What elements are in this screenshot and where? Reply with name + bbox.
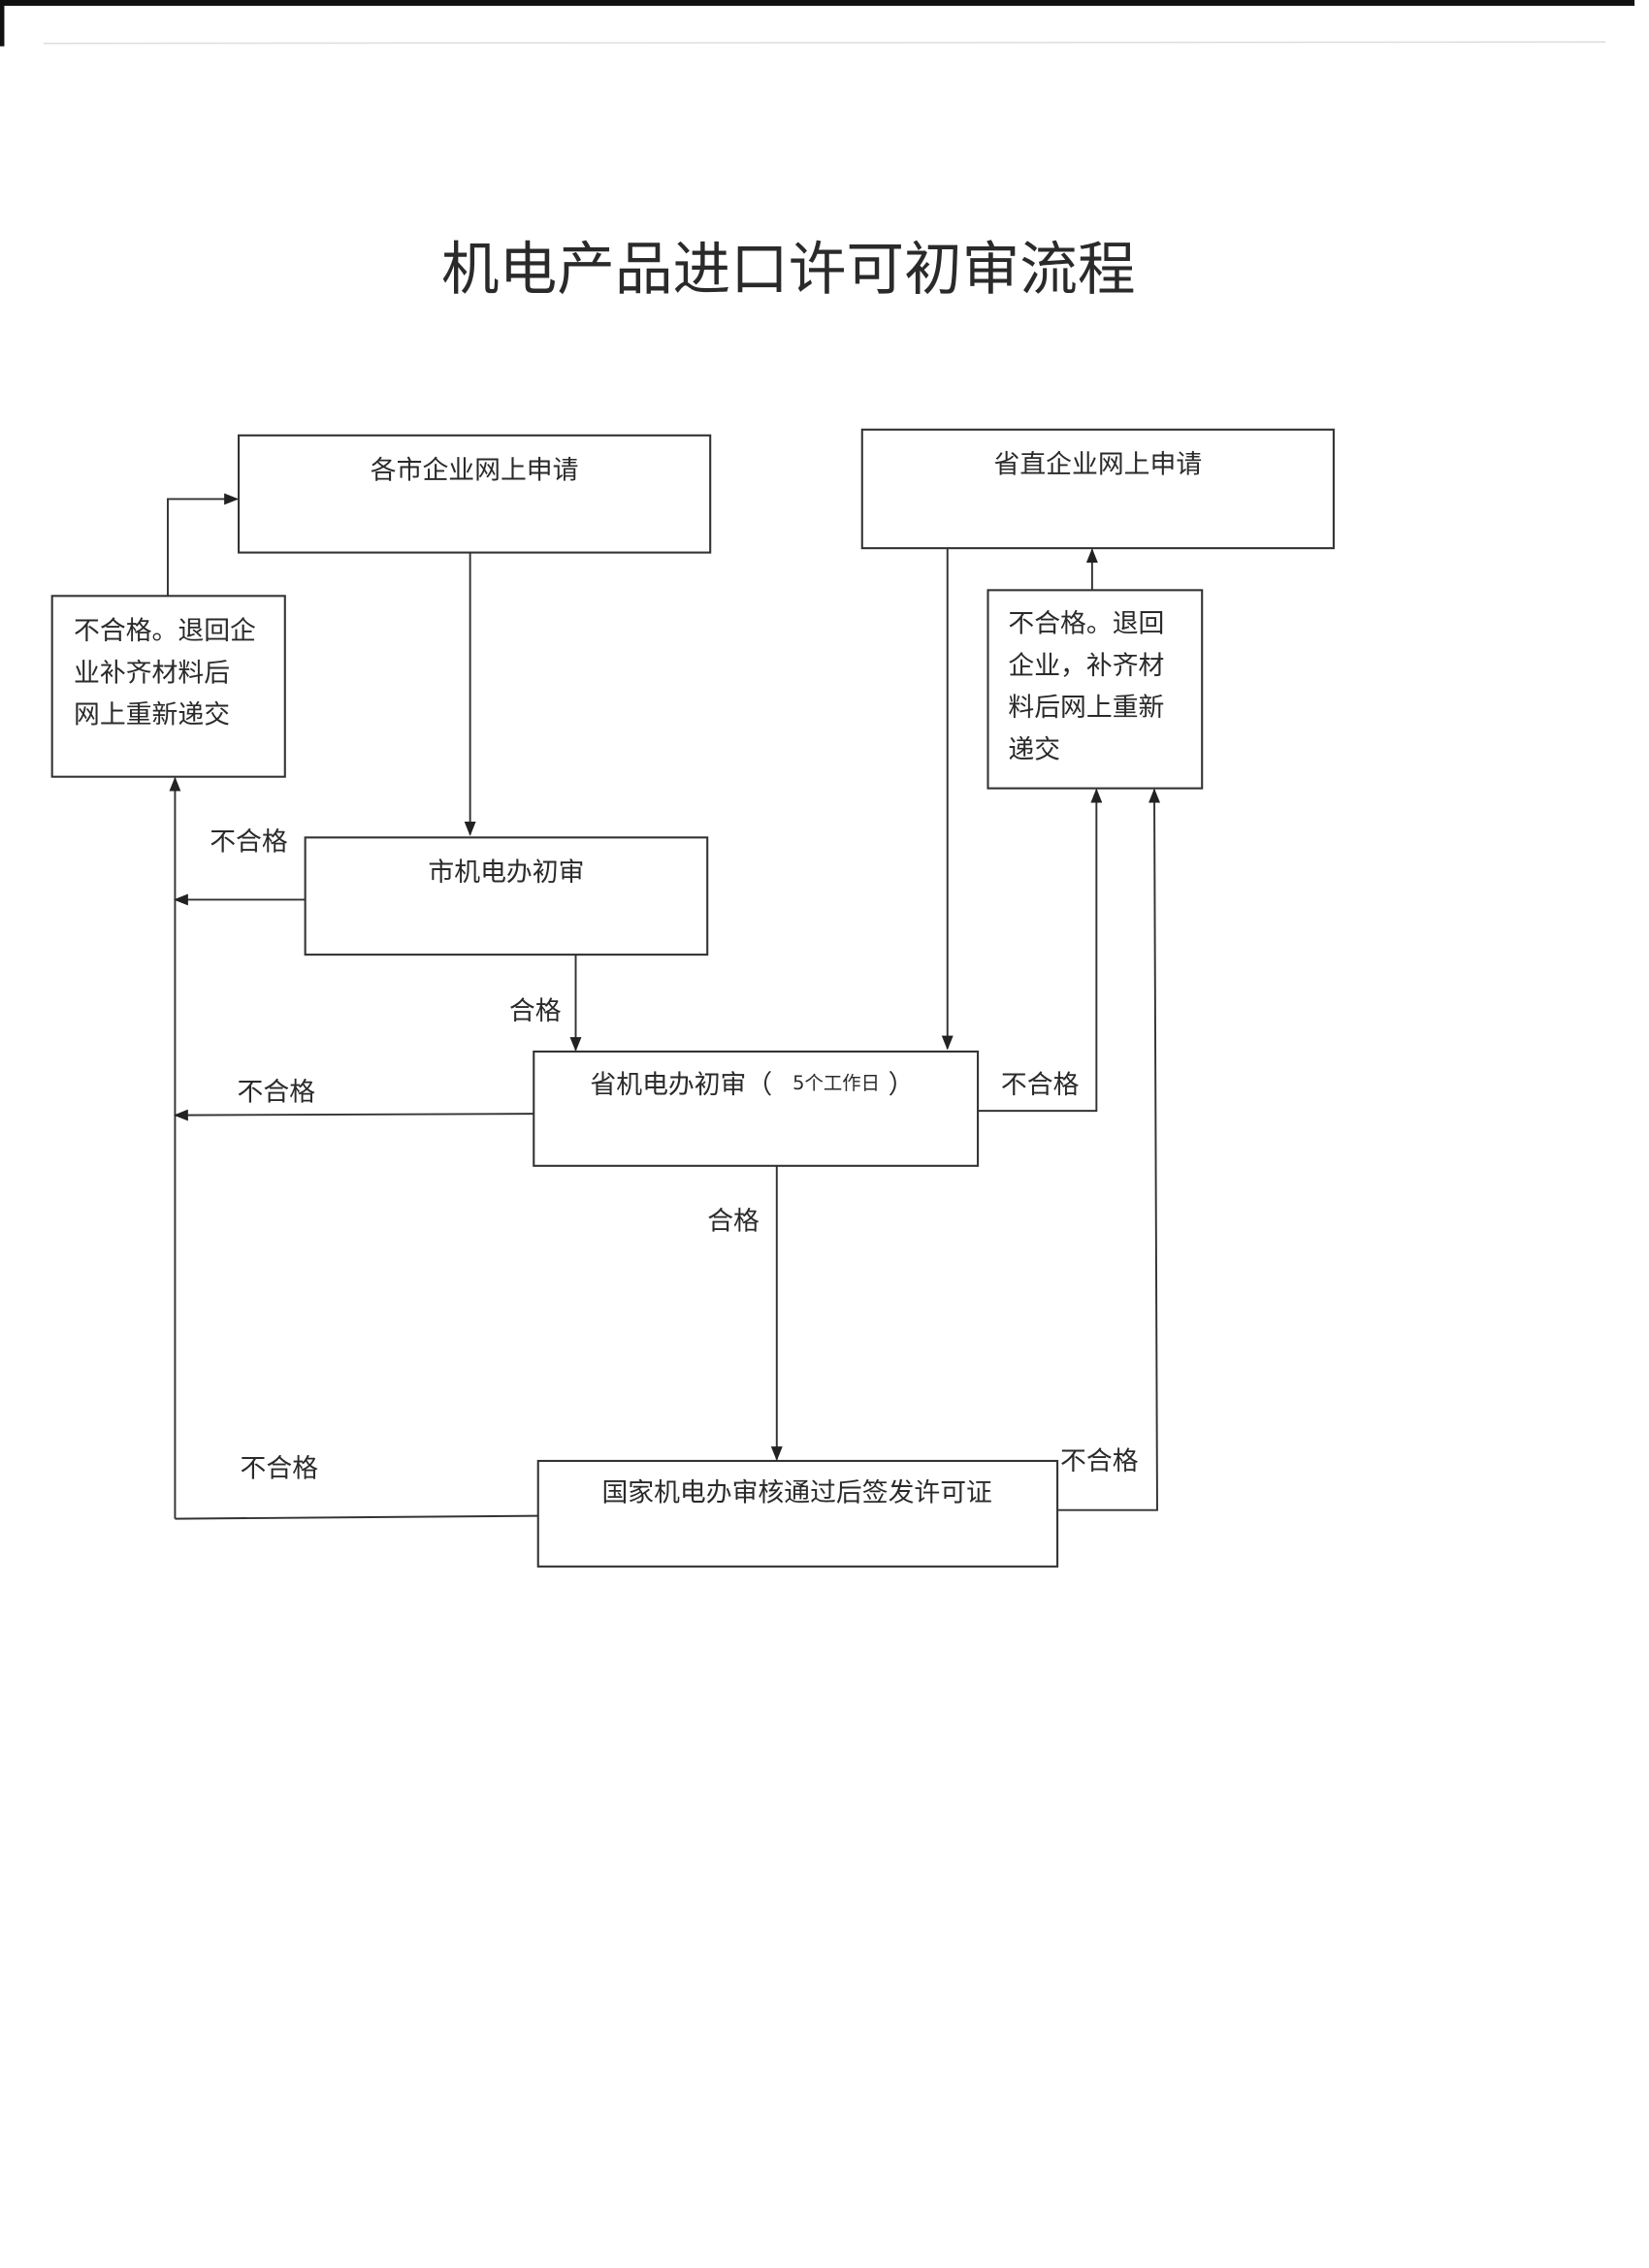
edge-label-pass: 合格 (509, 996, 562, 1026)
node-label: 业补齐材料后 (74, 658, 230, 688)
node-label: 国家机电办审核通过后签发许可证 (601, 1478, 991, 1508)
node-label: 企业，补齐材 (1008, 651, 1164, 681)
page-title: 机电产品进口许可初审流程 (441, 237, 1136, 304)
node-label: 不合格。退回企 (74, 616, 256, 646)
edge-label-fail: 不合格 (210, 827, 288, 858)
node-prov-direct-apply: 省直企业网上申请 (860, 428, 1335, 550)
node-label-days: 5个工作日 (792, 1072, 880, 1094)
edge-label-fail: 不合格 (238, 1078, 316, 1108)
scan-faint-line (43, 41, 1606, 45)
scan-top-border (0, 0, 1635, 6)
scan-left-mark (0, 0, 5, 47)
edge-label-pass: 合格 (707, 1206, 760, 1236)
node-label: 递交 (1008, 734, 1060, 764)
edge-label-fail: 不合格 (1001, 1070, 1080, 1100)
node-label: 省直企业网上申请 (994, 450, 1203, 480)
edge-label-fail: 不合格 (241, 1453, 319, 1483)
node-label: 市机电办初审 (428, 858, 584, 888)
node-label-close: ） (889, 1070, 915, 1100)
node-left-reject: 不合格。退回企 业补齐材料后 网上重新递交 (50, 595, 286, 778)
node-label: 省机电办初审（ (590, 1070, 772, 1100)
node-right-reject: 不合格。退回 企业，补齐材 料后网上重新 递交 (986, 589, 1204, 790)
node-label: 不合格。退回 (1008, 609, 1164, 639)
node-label: 各市企业网上申请 (371, 456, 579, 486)
arrow-national-fail-right (1057, 788, 1161, 1511)
arrow-left-reject-to-city-apply (167, 493, 240, 597)
node-city-apply: 各市企业网上申请 (238, 434, 712, 554)
node-national: 国家机电办审核通过后签发许可证 (536, 1459, 1059, 1568)
node-city-review: 市机电办初审 (304, 836, 709, 956)
arrow-prov-review-fail-left (173, 1109, 534, 1121)
node-prov-review: 省机电办初审（ 5个工作日 ） (533, 1050, 980, 1167)
arrow-prov-review-fail-right (978, 788, 1103, 1113)
node-label: 料后网上重新 (1008, 693, 1164, 723)
edge-label-fail: 不合格 (1060, 1446, 1139, 1476)
line-national-fail-left (175, 1514, 538, 1520)
node-label: 网上重新递交 (74, 700, 230, 730)
